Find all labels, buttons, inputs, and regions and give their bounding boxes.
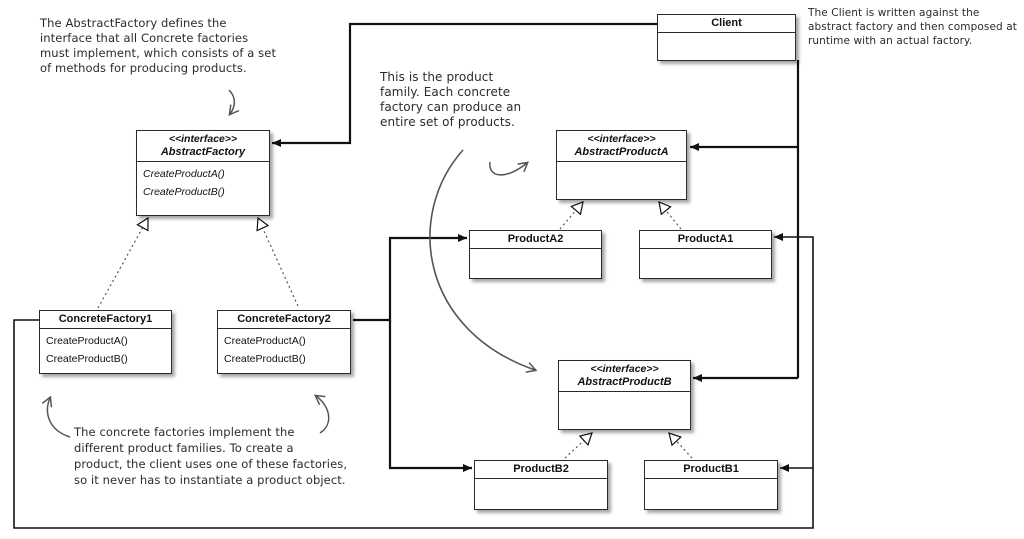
note-line: must implement, which consists of a set — [40, 46, 277, 60]
class-name: ConcreteFactory2 — [237, 313, 331, 325]
abstractfactory-note: The AbstractFactory defines the interfac… — [40, 16, 276, 76]
cf2-realizes-abstractfactory — [258, 218, 299, 307]
method-create-product-a: CreateProductA() — [46, 335, 128, 347]
productb1-header: ProductB1 — [645, 461, 777, 479]
producta1-realizes-abstractproducta — [659, 202, 682, 230]
concretefactory2-methods: CreateProductA() CreateProductB() — [218, 329, 350, 371]
producta2-realizes-abstractproducta — [559, 202, 583, 230]
stereotype-label: <<interface>> — [590, 363, 659, 375]
class-name: AbstractProductB — [577, 376, 672, 388]
productb1-realizes-abstractproductb — [669, 433, 693, 459]
concrete-factories-left-arrow — [41, 395, 71, 438]
product-family-loop-arrow — [489, 161, 529, 176]
note-line: The AbstractFactory defines the — [40, 16, 227, 30]
client-to-abstractfactory-line — [272, 22, 657, 147]
productb2-header: ProductB2 — [475, 461, 607, 479]
note-line: so it never has to instantiate a product… — [74, 473, 346, 487]
method-create-product-b: CreateProductB() — [46, 353, 128, 365]
concretefactory1-methods: CreateProductA() CreateProductB() — [40, 329, 171, 371]
productb1-class[interactable]: ProductB1 — [644, 460, 778, 510]
note-line: entire set of products. — [380, 115, 515, 129]
method-create-product-b: CreateProductB() — [224, 353, 306, 365]
producta1-header: ProductA1 — [640, 231, 771, 249]
concretefactory1-header: ConcreteFactory1 — [40, 311, 171, 329]
client-note: The Client is written against the abstra… — [808, 6, 1017, 48]
note-line: The Client is written against the — [808, 7, 980, 19]
class-name: ProductB1 — [683, 463, 739, 475]
method-create-product-a: CreateProductA() — [224, 335, 306, 347]
concretefactory2-to-productb2-line — [388, 320, 472, 472]
note-line: family. Each concrete — [380, 85, 511, 99]
client-class[interactable]: Client — [657, 14, 796, 61]
concrete-factories-right-arrow — [313, 394, 330, 434]
abstractproducta-header: <<interface>> AbstractProductA — [557, 131, 686, 162]
product-family-curve-arrow — [429, 149, 538, 373]
productb2-class[interactable]: ProductB2 — [474, 460, 608, 510]
class-name: ProductA1 — [677, 233, 734, 245]
note-line: factory can produce an — [380, 100, 522, 114]
cf1-realizes-abstractfactory — [97, 218, 148, 309]
abstractfactory-class[interactable]: <<interface>> AbstractFactory CreateProd… — [136, 130, 270, 216]
note-line: of methods for producing products. — [40, 61, 247, 75]
method-create-product-b: CreateProductB() — [143, 186, 225, 198]
concretefactory1-to-products-line — [13, 233, 814, 529]
class-name: ProductA2 — [507, 233, 564, 245]
abstractproductb-header: <<interface>> AbstractProductB — [559, 361, 690, 392]
stereotype-label: <<interface>> — [168, 133, 238, 145]
class-name: AbstractFactory — [160, 146, 246, 158]
concretefactory2-header: ConcreteFactory2 — [218, 311, 350, 329]
note-line: runtime with an actual factory. — [808, 35, 973, 47]
concretefactory1-class[interactable]: ConcreteFactory1 CreateProductA() Create… — [39, 310, 172, 374]
concretefactory2-to-products-line — [353, 234, 467, 322]
stereotype-label: <<interface>> — [587, 133, 656, 145]
abstractproducta-class[interactable]: <<interface>> AbstractProductA — [556, 130, 687, 200]
productb2-realizes-abstractproductb — [564, 433, 592, 459]
abstractfactory-note-arrow — [228, 89, 240, 117]
note-line: different product families. To create a — [74, 441, 294, 455]
client-header: Client — [658, 15, 795, 33]
method-create-product-a: CreateProductA() — [143, 168, 225, 180]
class-name: AbstractProductA — [574, 146, 669, 158]
concrete-factories-note: The concrete factories implement the dif… — [74, 424, 347, 488]
note-line: interface that all Concrete factories — [40, 31, 249, 45]
class-name: ConcreteFactory1 — [58, 313, 153, 325]
note-line: The concrete factories implement the — [74, 425, 295, 439]
abstractfactory-methods: CreateProductA() CreateProductB() — [137, 162, 269, 204]
producta1-class[interactable]: ProductA1 — [639, 230, 772, 279]
abstractfactory-header: <<interface>> AbstractFactory — [137, 131, 269, 162]
producta2-class[interactable]: ProductA2 — [469, 230, 602, 279]
class-name: Client — [711, 17, 742, 29]
note-line: abstract factory and then composed at — [808, 21, 1017, 33]
note-line: This is the product — [380, 70, 494, 84]
abstractproductb-class[interactable]: <<interface>> AbstractProductB — [558, 360, 691, 430]
producta2-header: ProductA2 — [470, 231, 601, 249]
concretefactory2-class[interactable]: ConcreteFactory2 CreateProductA() Create… — [217, 310, 351, 374]
class-name: ProductB2 — [513, 463, 569, 475]
note-line: product, the client uses one of these fa… — [74, 457, 348, 471]
product-family-note: This is the product family. Each concret… — [380, 70, 521, 130]
